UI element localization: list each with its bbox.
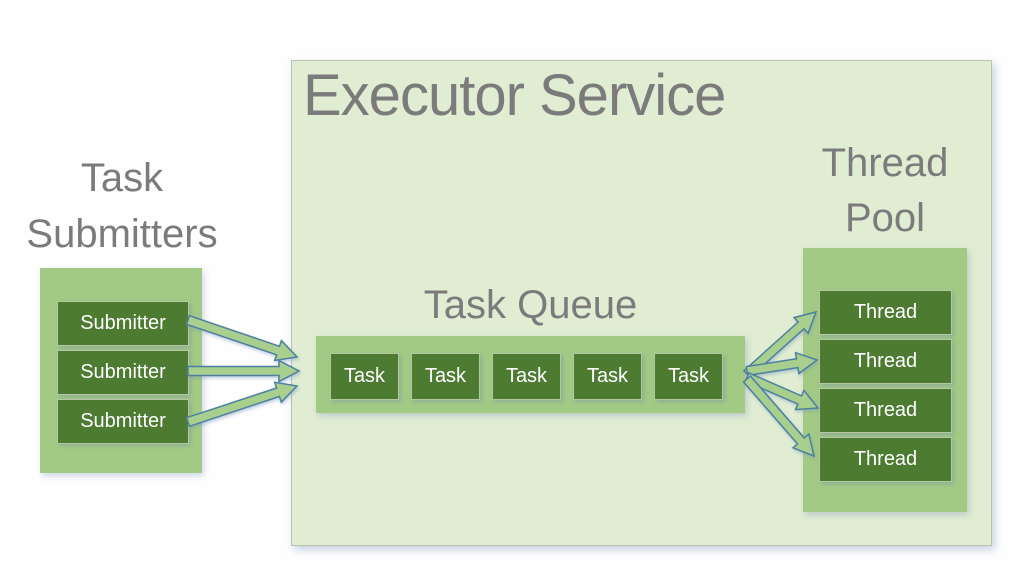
arrow-submitter1-to-queue [185,314,299,362]
task-node-2: Task [411,353,480,400]
task-node-1: Task [330,353,399,400]
executor-service-title: Executor Service [303,63,726,128]
arrow-submitter3-to-queue [185,381,299,428]
task-submitters-title-line1: Task [80,156,164,200]
submitter-node-3: Submitter [57,399,189,444]
task-submitters-title-line2: Submitters [26,212,218,256]
thread-node-4: Thread [819,437,952,482]
submitter-node-1: Submitter [57,301,189,346]
thread-pool-title-line2: Pool [844,196,926,240]
thread-pool-title-line1: Thread [821,141,949,185]
task-node-5: Task [654,353,723,400]
thread-pool-title: Thread Pool [802,136,968,246]
submitter-node-2: Submitter [57,350,189,395]
thread-node-2: Thread [819,339,952,384]
task-node-3: Task [492,353,561,400]
task-submitters-title: Task Submitters [0,150,244,262]
thread-node-3: Thread [819,388,952,433]
task-node-4: Task [573,353,642,400]
arrow-submitter2-to-queue [187,359,301,383]
thread-node-1: Thread [819,290,952,335]
task-queue-title: Task Queue [423,283,638,327]
